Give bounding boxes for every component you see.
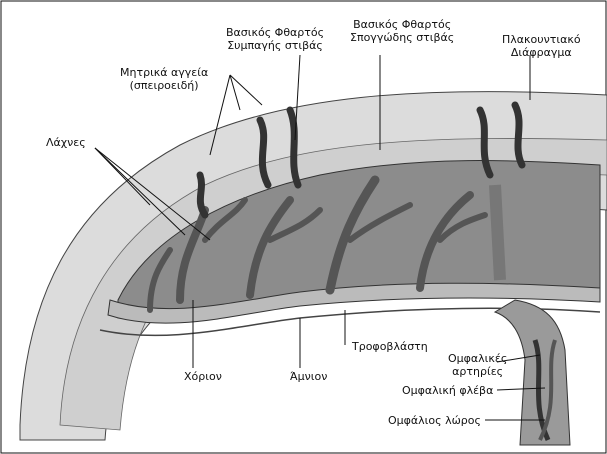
label-basal-compact-line1: Βασικός Φθαρτός — [226, 26, 324, 39]
label-umbilical-arteries-line2: αρτηρίες — [448, 365, 507, 378]
label-placental-septum: Πλακουντιακό Διάφραγμα — [502, 33, 581, 59]
label-basal-spongy-line2: Σπογγώδης στιβάς — [350, 31, 454, 44]
label-placental-septum-line1: Πλακουντιακό — [502, 33, 581, 46]
label-umbilical-arteries-line1: Ομφαλικές — [448, 352, 507, 365]
label-spiral-arteries-line2: (σπειροειδή) — [120, 79, 208, 92]
label-basal-spongy-line1: Βασικός Φθαρτός — [350, 18, 454, 31]
placental-septum — [495, 185, 500, 280]
label-basal-compact: Βασικός Φθαρτός Συμπαγής στιβάς — [226, 26, 324, 52]
label-umbilical-vein: Ομφαλική φλέβα — [402, 384, 493, 397]
label-basal-compact-line2: Συμπαγής στιβάς — [226, 39, 324, 52]
label-spiral-arteries-line1: Μητρικά αγγεία — [120, 66, 208, 79]
label-amnion: Άμνιον — [290, 370, 327, 383]
label-umbilical-arteries: Ομφαλικές αρτηρίες — [448, 352, 507, 378]
label-placental-septum-line2: Διάφραγμα — [502, 46, 581, 59]
label-umbilical-cord: Ομφάλιος λώρος — [388, 414, 481, 427]
label-chorion: Χόριον — [184, 370, 222, 383]
label-spiral-arteries: Μητρικά αγγεία (σπειροειδή) — [120, 66, 208, 92]
label-trophoblast: Τροφοβλάστη — [352, 340, 428, 353]
label-villi: Λάχνες — [46, 136, 86, 149]
label-basal-spongy: Βασικός Φθαρτός Σπογγώδης στιβάς — [350, 18, 454, 44]
